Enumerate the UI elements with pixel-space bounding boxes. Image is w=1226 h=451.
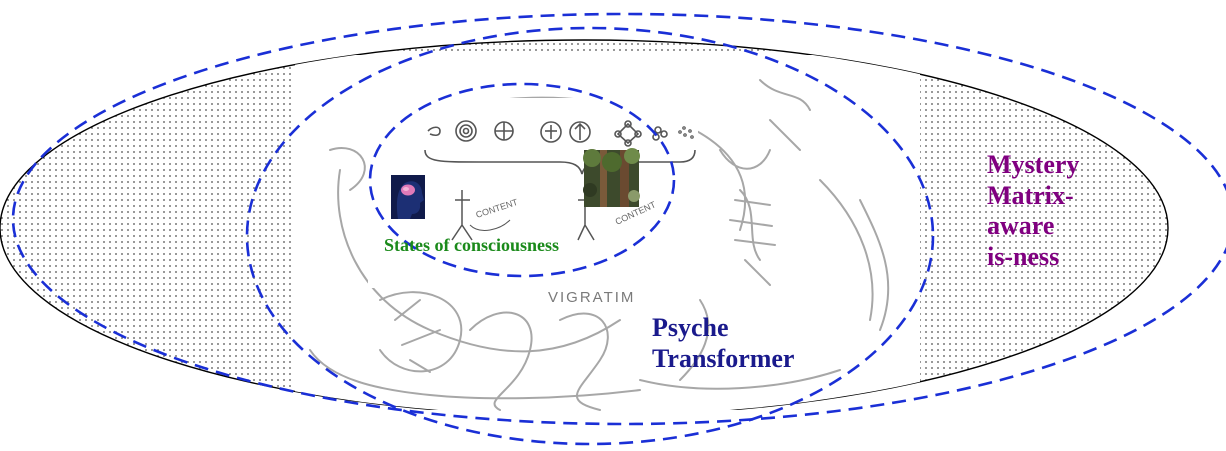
states-of-consciousness-label: States of consciousness — [384, 235, 559, 256]
psyche-transformer-label: Psyche Transformer — [652, 313, 872, 374]
mystery-line-3: aware — [987, 211, 1137, 242]
mystery-line-1: Mystery — [987, 150, 1137, 181]
mystery-line-4: is-ness — [987, 242, 1137, 273]
psyche-line-1: Psyche — [652, 313, 872, 344]
mystery-line-2: Matrix- — [987, 181, 1137, 212]
head-brain-image — [391, 175, 425, 219]
psyche-line-2: Transformer — [652, 344, 872, 375]
mystery-matrix-label: Mystery Matrix- aware is-ness — [987, 150, 1137, 273]
sketch-word-bottom: VIGRATIM — [548, 289, 635, 306]
circle-cross-icon — [495, 122, 513, 140]
forest-image — [583, 148, 640, 207]
